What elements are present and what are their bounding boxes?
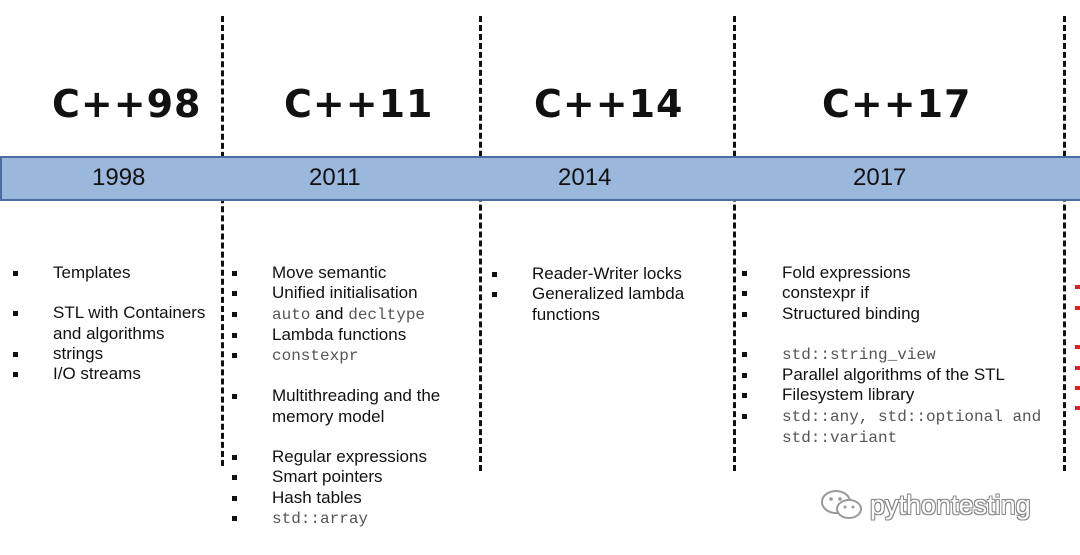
feature-text: Unified initialisation [272, 283, 418, 303]
feature-item: std::string_view [742, 344, 1078, 365]
version-title: C++14 [534, 82, 684, 126]
feature-text: Reader-Writer locks [532, 264, 682, 283]
feature-text: constexpr if [782, 283, 869, 303]
feature-item: Smart pointers [232, 467, 472, 487]
feature-item: Fold expressions [742, 263, 1078, 283]
separator-line [1063, 16, 1066, 471]
red-mark [1075, 306, 1080, 310]
feature-item: Hash tables [232, 487, 472, 508]
watermark-text: pythontesting [870, 489, 1031, 520]
feature-item: Move semantic [232, 263, 472, 283]
feature-item: Regular expressions [232, 447, 472, 467]
feature-text: decltype [348, 305, 426, 324]
wechat-icon [821, 490, 862, 519]
feature-text: Generalized lambda functions [532, 284, 685, 324]
red-mark [1075, 406, 1080, 410]
feature-item: constexpr [232, 345, 472, 366]
feature-text: Structured binding [782, 303, 920, 323]
feature-item: STL with Containers and algorithms [13, 303, 223, 344]
feature-text: Multithreading and the memory model [272, 386, 441, 426]
feature-item: Structured binding [742, 303, 1078, 324]
feature-text: Fold expressions [782, 263, 911, 282]
feature-text: Move semantic [272, 263, 387, 282]
feature-text: std::any, std::optional and std::variant [782, 407, 1042, 448]
red-mark [1075, 285, 1080, 289]
feature-text: Templates [53, 263, 131, 282]
feature-text: STL with Containers and algorithms [53, 303, 206, 343]
feature-text: std::string_view [782, 345, 936, 364]
version-title: C++17 [822, 82, 972, 126]
feature-item: Filesystem library [742, 385, 1078, 405]
feature-item: Unified initialisation [232, 283, 472, 303]
year-label: 1998 [92, 164, 146, 191]
feature-item: strings [13, 343, 223, 364]
year-label: 2014 [558, 164, 612, 191]
feature-text: Regular expressions [272, 447, 427, 467]
feature-item: I/O streams [13, 364, 223, 384]
feature-text: auto [272, 305, 311, 324]
feature-text: Smart pointers [272, 467, 383, 487]
year-label: 2017 [853, 164, 907, 191]
feature-item: constexpr if [742, 283, 1078, 303]
version-title: C++98 [52, 82, 202, 126]
version-title: C++11 [284, 82, 434, 126]
feature-text: Filesystem library [782, 385, 915, 405]
feature-item: std::any, std::optional and std::variant [742, 406, 1078, 449]
separator-line [221, 16, 224, 466]
timeline-band [0, 156, 1080, 201]
red-mark [1075, 345, 1080, 349]
separator-line [479, 16, 482, 471]
feature-text: strings [53, 343, 104, 363]
watermark: pythontesting [820, 488, 1031, 522]
feature-text: Parallel algorithms of the STL [782, 365, 1005, 385]
feature-text: std::array [272, 509, 369, 528]
feature-text: Hash tables [272, 487, 362, 507]
red-mark [1075, 386, 1080, 390]
feature-text: constexpr [272, 347, 359, 366]
red-mark [1075, 366, 1080, 370]
feature-item: auto and decltype [232, 303, 472, 325]
feature-text: and [310, 303, 349, 323]
feature-item: Generalized lambda functions [492, 284, 727, 325]
year-label: 2011 [309, 164, 361, 191]
separator-line [733, 16, 736, 471]
feature-item: Reader-Writer locks [492, 264, 727, 284]
feature-item: Parallel algorithms of the STL [742, 365, 1078, 385]
feature-text: Lambda functions [272, 324, 407, 344]
feature-item: Lambda functions [232, 324, 472, 345]
feature-item: Templates [13, 263, 223, 283]
feature-text: I/O streams [53, 364, 141, 384]
feature-item: Multithreading and the memory model [232, 386, 472, 427]
feature-item: std::array [232, 508, 472, 529]
